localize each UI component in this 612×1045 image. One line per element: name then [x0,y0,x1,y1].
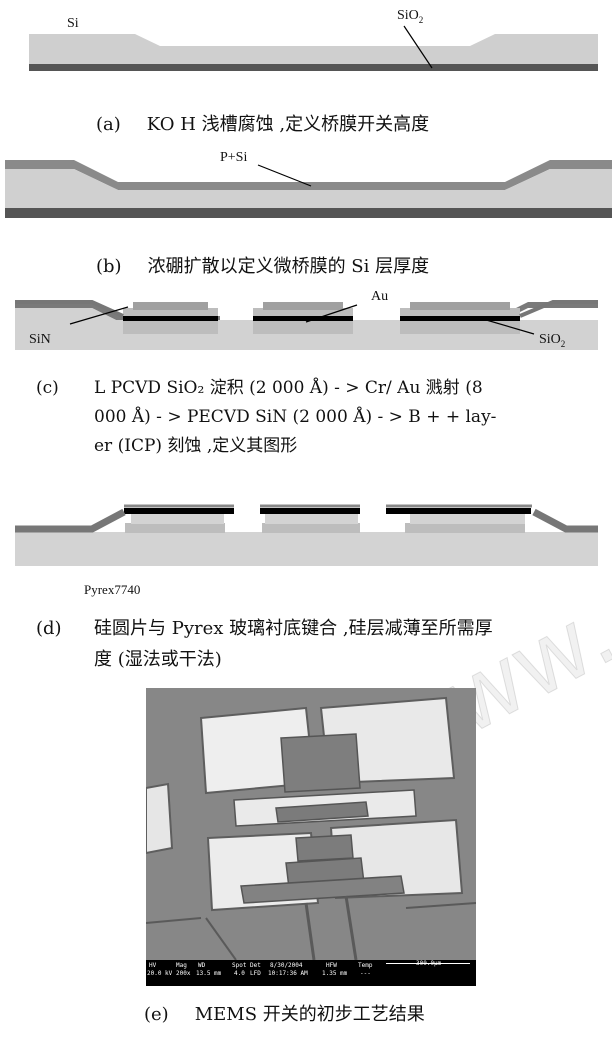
sem-image: HV 20.0 kV Mag 200x WD 13.5 mm Spot 4.0 … [146,688,476,986]
panel-a-diagram [29,25,598,71]
au-pointer [305,304,358,323]
sin-right-edge [519,300,598,318]
recess-d-2 [262,523,360,533]
caption-c: (c) L PCVD SiO₂ 淀积 (2 000 Å) - > Cr/ Au … [36,374,576,464]
d-membrane [15,508,598,533]
sem-info-bar: HV 20.0 kV Mag 200x WD 13.5 mm Spot 4.0 … [146,960,476,986]
d-mesa-3-top [410,514,525,524]
d-mesa-1-top [131,514,224,524]
sem-structure [146,688,476,961]
psi-layer-b [5,160,612,190]
sio2-label-c: SiO2 [539,332,566,349]
sio2-bottom-a [29,64,598,71]
psi-pointer [257,164,312,187]
d-mesa-2-top [265,514,358,524]
sio2-pointer-c [475,316,535,335]
caption-d: (d) 硅圆片与 Pyrex 玻璃衬底键合 ,硅层减薄至所需厚 度 (湿法或干法… [36,613,596,675]
panel-c-diagram [15,300,598,350]
d-mesa-2-au [260,508,360,514]
recess-d-1 [125,523,225,533]
sin-pointer [69,306,129,325]
mesa-1-au [123,316,218,321]
d-mesa-3-au [386,508,531,514]
caption-a: (a)KO H 浅槽腐蚀 ,定义桥膜开关高度 [96,114,430,135]
recess-d-3 [405,523,525,533]
caption-e: (e)MEMS 开关的初步工艺结果 [144,1004,425,1025]
si-label: Si [67,16,79,31]
caption-b: (b)浓硼扩散以定义微桥膜的 Si 层厚度 [96,256,430,277]
pyrex-substrate [15,532,598,566]
caption-c-line2: 000 Å) - > PECVD SiN (2 000 Å) - > B + +… [94,407,497,427]
si-layer-a [29,34,598,64]
sem-scale-label: 300.0µm [416,960,442,967]
mesa-3-top [410,302,510,310]
au-label: Au [371,289,389,304]
mesa-2-au [253,316,353,321]
d-mesa-1-au [124,508,234,514]
si-layer-b [5,169,612,208]
caption-d-line2: 度 (湿法或干法) [94,649,222,670]
sin-label: SiN [29,332,51,347]
mesa-2-top [263,302,343,310]
psi-label: P+Si [220,150,248,165]
panel-b-diagram [5,160,612,218]
sio2-pointer-a [403,25,433,69]
sio2-bottom-b [5,208,612,218]
mesa-3-au [400,316,520,321]
sio2-label-a: SiO2 [397,8,424,25]
pyrex-label: Pyrex7740 [84,582,141,597]
caption-c-line3: er (ICP) 刻蚀 ,定义其图形 [94,436,298,456]
panel-d-diagram [15,504,598,566]
caption-d-line1: 硅圆片与 Pyrex 玻璃衬底键合 ,硅层减薄至所需厚 [94,618,493,639]
mesa-1-top [133,302,208,310]
caption-c-line1: L PCVD SiO₂ 淀积 (2 000 Å) - > Cr/ Au 溅射 (… [94,378,483,398]
